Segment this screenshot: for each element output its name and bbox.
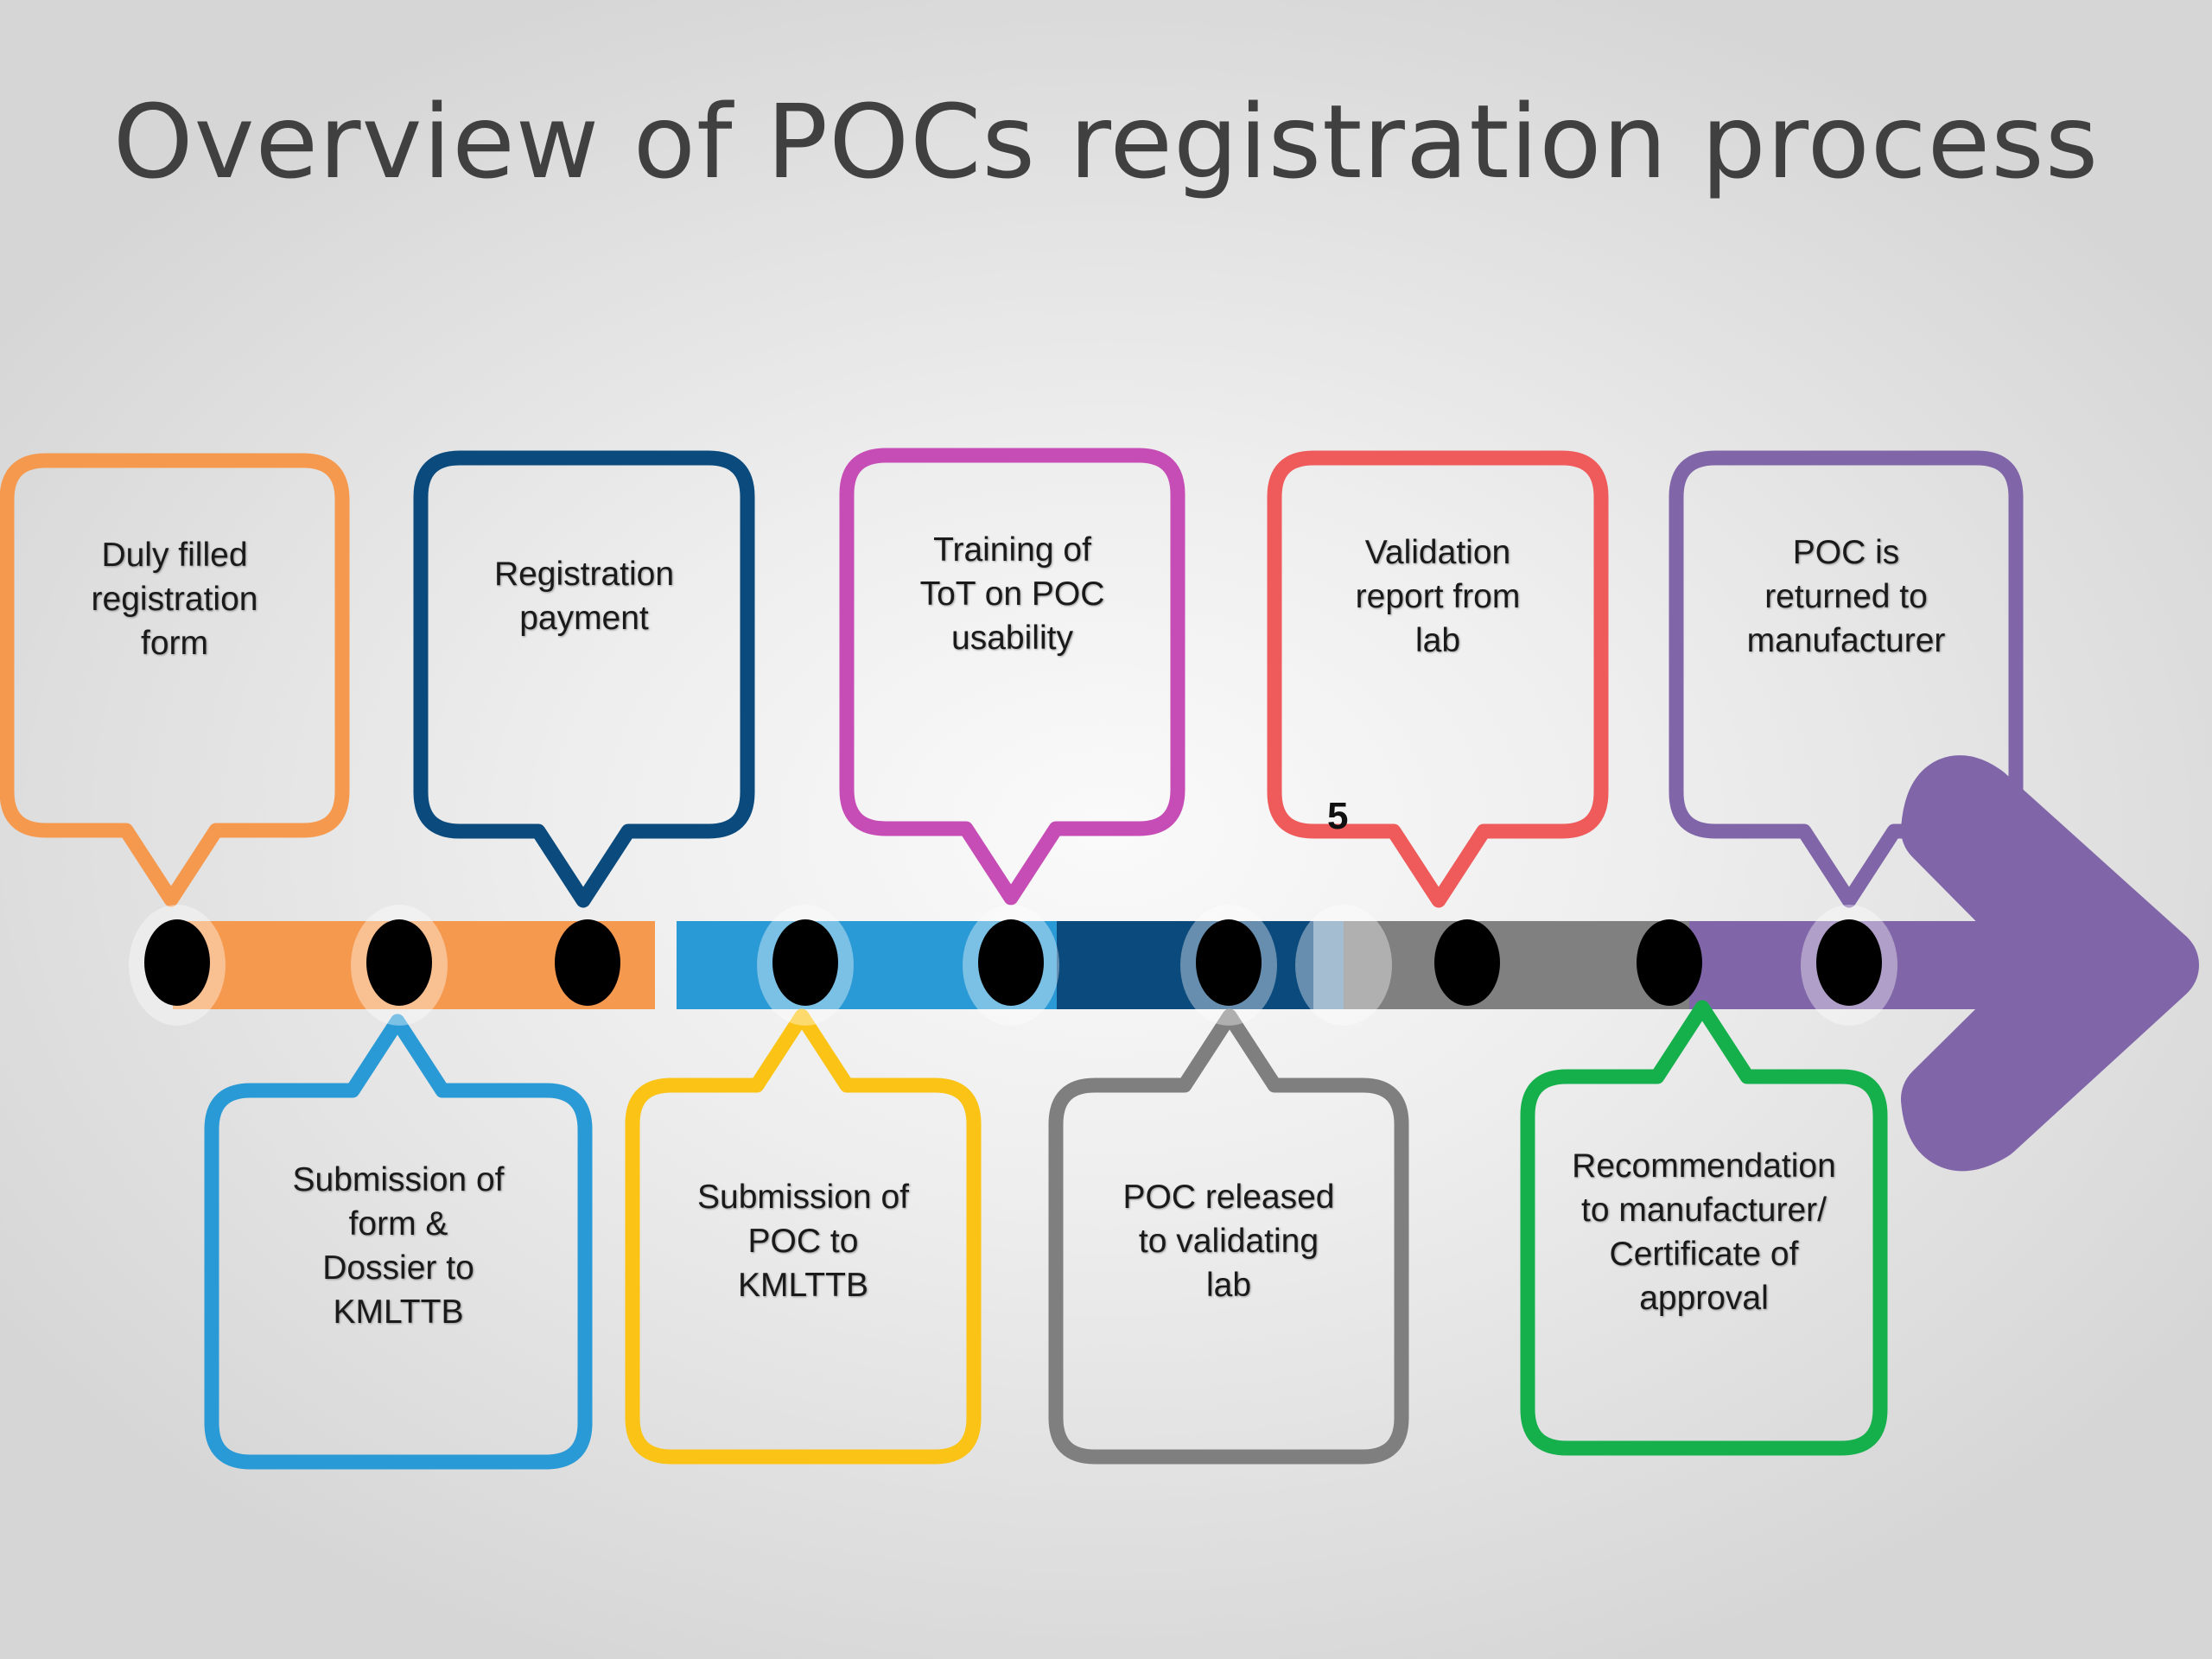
timeline-dot-8	[1637, 919, 1702, 1006]
timeline-dot-1	[144, 919, 210, 1006]
bottom-callout-4-text: Recommendation to manufacturer/ Certific…	[1572, 1147, 1836, 1317]
timeline-dot-halo-6	[1295, 905, 1392, 1026]
bottom-callout-2	[625, 1008, 982, 1465]
slide-title: Overview of POCs registration process	[112, 82, 2100, 201]
timeline-dot-4	[772, 919, 838, 1006]
top-callout-1-text: Duly filled registration form	[91, 536, 258, 662]
timeline-segment-lightblue	[1313, 921, 1344, 1009]
stray-number-mark: 5	[1327, 795, 1349, 837]
bottom-callout-3	[1048, 1008, 1409, 1465]
timeline-dot-9	[1816, 919, 1882, 1006]
top-callout-3	[839, 448, 1185, 906]
top-callout-3-text: Training of ToT on POC usability	[919, 531, 1105, 657]
timeline-arrowhead	[1901, 755, 2199, 1172]
top-callout-4	[1267, 450, 1609, 908]
top-callout-2-text: Registration payment	[493, 556, 675, 637]
top-callout-4-text: Validation report from lab	[1355, 533, 1521, 659]
timeline-dot-6	[1196, 919, 1262, 1006]
timeline-dot-7	[1434, 919, 1500, 1006]
bottom-callout-2-text: Submission of POC to KMLTTB	[697, 1178, 909, 1304]
top-callout-5	[1669, 450, 2024, 908]
bottom-callout-1	[204, 1014, 593, 1470]
top-callout-2	[413, 450, 755, 908]
timeline-segment-gray	[1344, 921, 1689, 1009]
timeline-dot-5	[978, 919, 1044, 1006]
top-callout-1	[0, 453, 350, 907]
bottom-callout-1-text: Submission of form & Dossier to KMLTTB	[292, 1161, 505, 1331]
top-callout-5-text: POC is returned to manufacturer	[1746, 533, 1946, 659]
bottom-callout-3-text: POC released to validating lab	[1122, 1178, 1335, 1304]
bottom-callout-4	[1520, 1000, 1888, 1456]
timeline-dot-3	[555, 919, 620, 1006]
timeline-dot-2	[366, 919, 432, 1006]
